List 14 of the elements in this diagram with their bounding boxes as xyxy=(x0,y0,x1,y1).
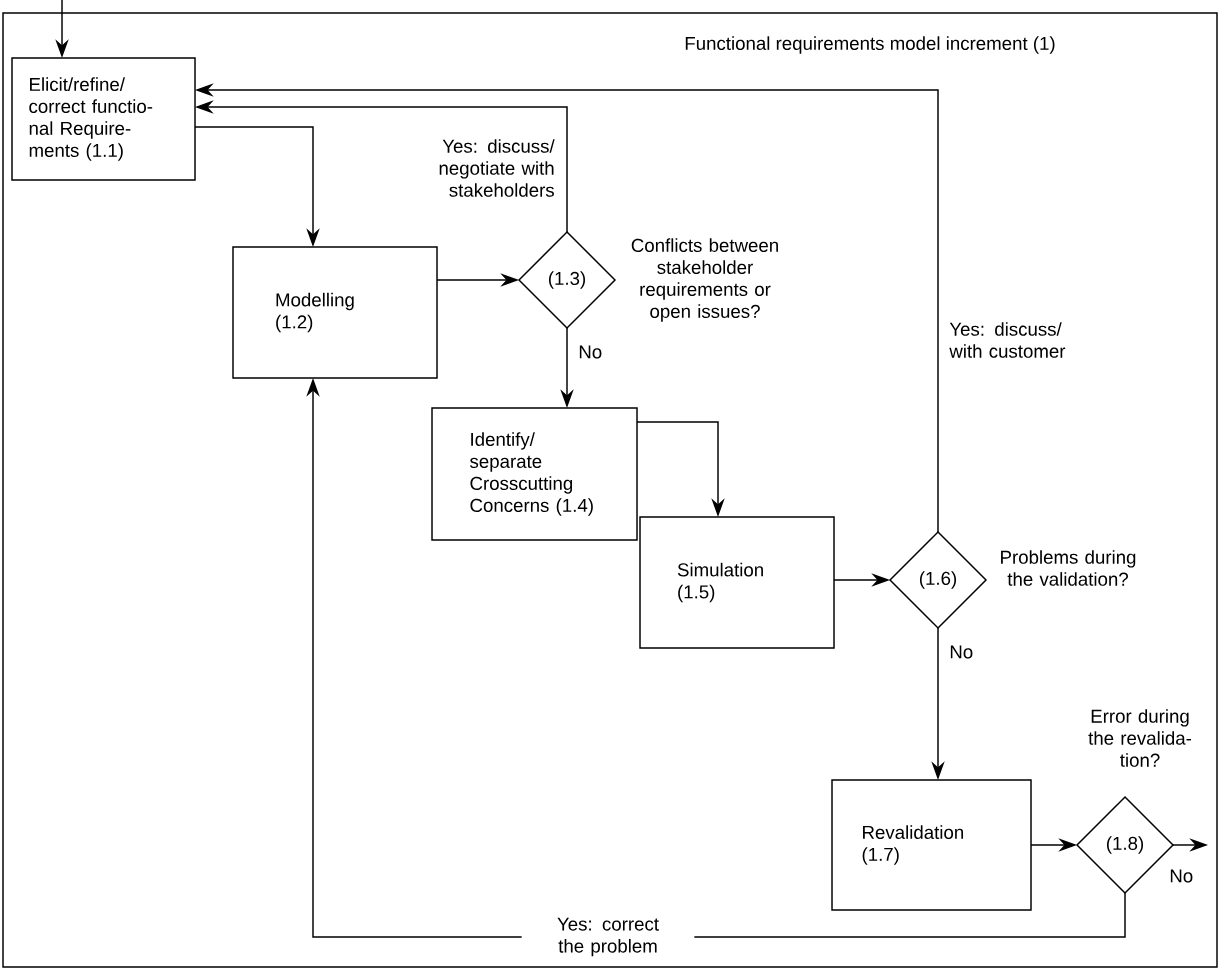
process-box: Elicit/refine/ correct functio- nal Require- ments (1.1) xyxy=(11,57,196,181)
condition-label: Conflicts between stakeholder requirements or open issues? xyxy=(631,238,778,322)
condition-label: Error during the revalida- tion? xyxy=(1088,709,1192,767)
edge-label: Yes: discuss/ negotiate with stakeholders xyxy=(439,139,555,197)
edge-label: No xyxy=(950,645,973,659)
process-box: Revalidation (1.7) xyxy=(831,779,1032,911)
process-box: Identify/ separate Crosscutting Concerns (1.4) xyxy=(431,407,638,541)
process-box: Simulation (1.5) xyxy=(639,516,835,649)
condition-label: Problems during the validation? xyxy=(1001,550,1136,586)
edge-label: Yes: discuss/ with customer xyxy=(949,322,1066,358)
edge-label: No xyxy=(579,345,602,359)
edge-label: Yes: correct the problem xyxy=(521,916,695,958)
frame-title: Functional requirements model increment (1) xyxy=(685,36,1055,54)
process-box: Modelling (1.2) xyxy=(232,246,438,379)
